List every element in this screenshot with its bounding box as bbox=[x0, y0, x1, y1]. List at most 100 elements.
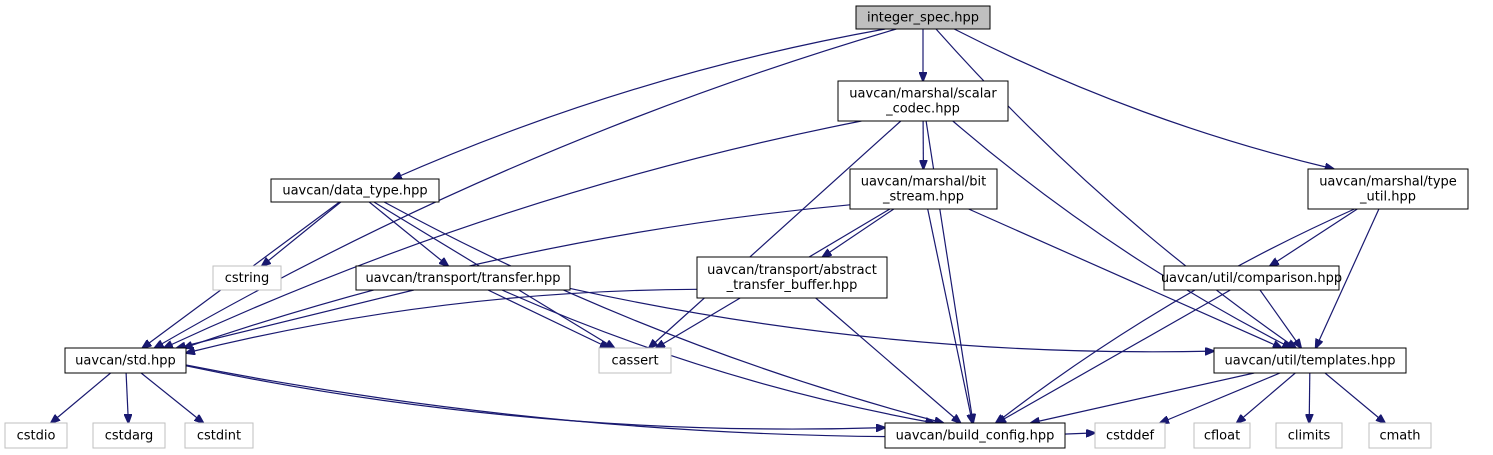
edge-scalar_codec-to-templates bbox=[952, 120, 1292, 348]
node-std[interactable]: uavcan/std.hpp bbox=[64, 347, 187, 374]
edge-bit_stream-to-build_config bbox=[927, 208, 973, 423]
node-label: cstring bbox=[225, 271, 269, 286]
node-box bbox=[184, 422, 254, 449]
node-box bbox=[92, 422, 166, 449]
node-templates[interactable]: uavcan/util/templates.hpp bbox=[1213, 347, 1407, 374]
node-box bbox=[270, 178, 440, 203]
node-integer_spec[interactable]: integer_spec.hpp bbox=[855, 5, 991, 30]
edge-scalar_codec-to-std bbox=[164, 120, 862, 348]
node-label: uavcan/data_type.hpp bbox=[282, 184, 427, 199]
node-cstddef: cstddef bbox=[1094, 422, 1166, 449]
node-label: _stream.hpp bbox=[882, 190, 964, 205]
node-label: cmath bbox=[1379, 429, 1420, 444]
edge-std-to-cstdint bbox=[140, 372, 203, 423]
node-label: uavcan/transport/abstract bbox=[707, 263, 877, 278]
node-box bbox=[1307, 168, 1469, 210]
node-cstring: cstring bbox=[212, 265, 282, 291]
node-bit_stream[interactable]: uavcan/marshal/bit_stream.hpp bbox=[849, 168, 998, 210]
edge-type_util-to-comparison bbox=[1270, 208, 1358, 266]
edge-std-to-cstdarg bbox=[126, 372, 128, 423]
edge-bit_stream-to-std bbox=[184, 204, 851, 348]
node-box bbox=[837, 80, 1009, 122]
node-label: cstdint bbox=[197, 429, 241, 444]
node-cassert: cassert bbox=[598, 347, 672, 374]
nodes-layer: integer_spec.hpp uavcan/marshal/scalar_co… bbox=[4, 5, 1469, 449]
node-label: climits bbox=[1288, 429, 1331, 444]
edge-integer_spec-to-type_util bbox=[953, 28, 1334, 169]
node-box bbox=[1275, 422, 1343, 449]
edge-scalar_codec-to-build_config bbox=[925, 120, 973, 423]
node-box bbox=[1094, 422, 1166, 449]
node-cstdarg: cstdarg bbox=[92, 422, 166, 449]
edge-comparison-to-templates bbox=[1259, 289, 1301, 348]
node-cstdint: cstdint bbox=[184, 422, 254, 449]
node-scalar_codec[interactable]: uavcan/marshal/scalar_codec.hpp bbox=[837, 80, 1009, 122]
edge-data_type-to-transfer bbox=[368, 201, 448, 266]
node-label: uavcan/std.hpp bbox=[75, 354, 176, 369]
node-comparison[interactable]: uavcan/util/comparison.hpp bbox=[1161, 265, 1342, 291]
node-label: cstdio bbox=[17, 429, 56, 444]
node-label: _util.hpp bbox=[1359, 190, 1416, 205]
node-box bbox=[1193, 422, 1251, 449]
edge-templates-to-cfloat bbox=[1237, 372, 1296, 423]
edge-transfer-to-cassert bbox=[487, 289, 609, 348]
edge-transfer-to-std bbox=[177, 289, 415, 348]
edge-templates-to-build_config bbox=[1031, 372, 1255, 423]
edge-std-to-build_config bbox=[185, 365, 885, 429]
node-box bbox=[355, 265, 571, 291]
node-box bbox=[212, 265, 282, 291]
node-label: cstdarg bbox=[105, 429, 154, 444]
node-transfer[interactable]: uavcan/transport/transfer.hpp bbox=[355, 265, 571, 291]
node-box bbox=[884, 422, 1066, 449]
node-label: _codec.hpp bbox=[885, 102, 960, 117]
edge-integer_spec-to-data_type bbox=[393, 28, 886, 179]
node-box bbox=[4, 422, 68, 449]
node-cstdio: cstdio bbox=[4, 422, 68, 449]
node-label: cassert bbox=[611, 354, 658, 369]
node-box bbox=[1163, 265, 1340, 291]
node-abstract_transfer_buffer[interactable]: uavcan/transport/abstract_transfer_buffe… bbox=[696, 256, 888, 299]
edge-std-to-cstdio bbox=[51, 372, 111, 423]
edge-integer_spec-to-templates bbox=[935, 28, 1296, 348]
node-label: uavcan/marshal/bit bbox=[861, 175, 987, 190]
edge-templates-to-cmath bbox=[1324, 372, 1385, 423]
node-label: uavcan/build_config.hpp bbox=[896, 429, 1055, 444]
edge-data_type-to-cstring bbox=[262, 201, 342, 266]
node-box bbox=[1368, 422, 1432, 449]
node-label: cfloat bbox=[1204, 429, 1240, 444]
node-label: cstddef bbox=[1106, 429, 1155, 444]
edge-bit_stream-to-templates bbox=[968, 208, 1282, 348]
edge-type_util-to-build_config bbox=[996, 208, 1355, 423]
node-label: uavcan/marshal/type bbox=[1319, 175, 1457, 190]
edge-abstract_transfer_buffer-to-std bbox=[186, 288, 698, 353]
edge-templates-to-climits bbox=[1309, 372, 1310, 423]
edge-bit_stream-to-abstract_transfer_buffer bbox=[823, 208, 895, 257]
node-build_config[interactable]: uavcan/build_config.hpp bbox=[884, 422, 1066, 449]
edge-abstract_transfer_buffer-to-build_config bbox=[815, 297, 961, 423]
node-data_type[interactable]: uavcan/data_type.hpp bbox=[270, 178, 440, 203]
node-label: uavcan/util/templates.hpp bbox=[1225, 354, 1396, 369]
node-type_util[interactable]: uavcan/marshal/type_util.hpp bbox=[1307, 168, 1469, 210]
edge-data_type-to-build_config bbox=[383, 201, 943, 423]
edge-integer_spec-to-std bbox=[155, 28, 897, 348]
node-label: uavcan/transport/transfer.hpp bbox=[365, 271, 560, 286]
node-label: uavcan/marshal/scalar bbox=[849, 87, 997, 102]
node-box bbox=[849, 168, 998, 210]
edge-scalar_codec-to-cassert bbox=[649, 120, 902, 348]
edge-transfer-to-build_config bbox=[501, 289, 934, 423]
node-box bbox=[855, 5, 991, 30]
node-box bbox=[64, 347, 187, 374]
node-label: _transfer_buffer.hpp bbox=[726, 278, 858, 293]
edge-templates-to-cstddef bbox=[1160, 372, 1281, 423]
node-box bbox=[1213, 347, 1407, 374]
node-box bbox=[598, 347, 672, 374]
node-label: integer_spec.hpp bbox=[867, 11, 979, 26]
node-cfloat: cfloat bbox=[1193, 422, 1251, 449]
node-box bbox=[696, 256, 888, 299]
edge-type_util-to-templates bbox=[1316, 208, 1380, 348]
node-cmath: cmath bbox=[1368, 422, 1432, 449]
edge-comparison-to-build_config bbox=[997, 289, 1231, 423]
node-climits: climits bbox=[1275, 422, 1343, 449]
node-label: uavcan/util/comparison.hpp bbox=[1161, 271, 1342, 286]
